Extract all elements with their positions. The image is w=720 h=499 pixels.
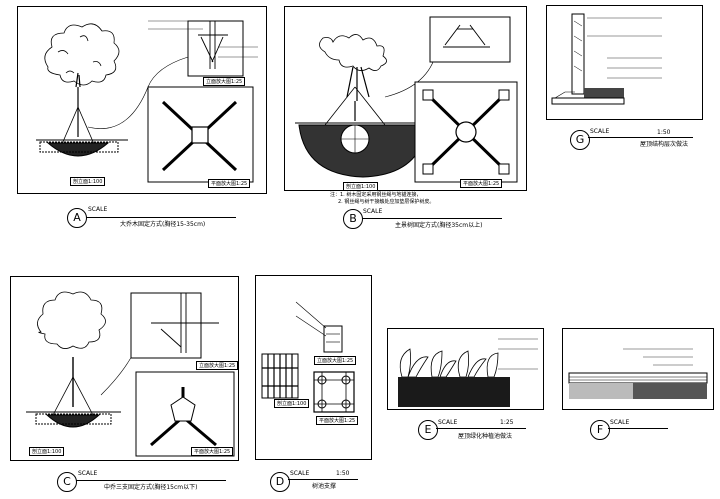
root-ball [45,414,101,428]
wall-section [571,13,585,95]
tree-trunk [346,66,370,121]
detail-g-line [588,137,693,138]
planting-soil [398,377,510,407]
detail-g-title: 屋顶结构层次做法 [640,141,689,148]
detail-d-line [288,479,358,480]
c-elevation-label: 剖立面1:100 [29,447,65,456]
detail-a-scale: SCALE [88,206,108,213]
root-ball [46,142,110,157]
detail-d-marker: D [270,472,290,492]
tree-trunk [75,72,81,137]
b-note-1: 注：1. 树木固定采用钢丝绳与地锚连接， [330,192,422,198]
detail-d-ratio: 1:50 [336,470,350,477]
detail-e-frame [387,328,544,410]
detail-c-scale: SCALE [78,470,98,477]
detail-a-title: 大乔木固定方式(胸径15-35cm) [120,221,206,228]
detail-f-marker: F [590,420,610,440]
detail-c-line [76,480,226,481]
c-detail-label: 立面放大图1:25 [196,361,239,370]
detail-d-title: 树池支撑 [312,483,337,490]
detail-f-frame [562,328,714,410]
detail-d-scale: SCALE [290,470,310,477]
d-plan-label: 平面放大图1:25 [316,416,359,425]
shrubs [399,348,499,378]
soil-layer [584,88,624,98]
detail-a-frame: 剖立面1:100 立面放大图1:25 平面放大图1:25 [17,6,267,194]
c-plan-label: 平面放大图1:25 [191,447,234,456]
detail-a-line [86,217,236,218]
detail-a-marker: A [67,208,87,228]
detail-c-title: 中乔三支固定方式(胸径15cm以下) [104,484,198,491]
tree-canopy [319,34,387,71]
detail-b-line [362,218,502,219]
detail-b-scale: SCALE [363,208,383,215]
detail-g-frame [546,5,703,120]
detail-e-line [436,428,526,429]
detail-g-ratio: 1:50 [657,129,671,136]
detail-f-line [608,428,668,429]
detail-g-marker: G [570,130,590,150]
detail-e-scale: SCALE [438,419,458,426]
detail-b-frame: 剖立面1:100 平面放大图1:25 [284,6,527,191]
a-elevation-label: 剖立面1:100 [70,177,106,186]
d-elevation-label: 剖立面1:100 [274,399,310,408]
tree-canopy [44,23,120,86]
detail-d-frame: 剖立面1:100 立面放大图1:25 平面放大图1:25 [255,275,372,460]
paving-layer [568,372,708,384]
detail-g-scale: SCALE [590,128,610,135]
detail-e-ratio: 1:25 [500,419,514,426]
detail-b-marker: B [343,209,363,229]
gravel-layer [633,383,707,399]
detail-f-drawing [568,348,708,399]
detail-b-title: 主景树固定方式(胸径35cm以上) [395,222,483,229]
detail-b-drawing [295,16,518,183]
a-detail-label: 立面放大图1:25 [203,77,246,86]
detail-e-marker: E [418,420,438,440]
b-elevation-label: 剖立面1:100 [343,182,379,191]
b-note-2: 2. 钢丝绳与树干接触处应加垫层保护树皮。 [338,199,435,205]
detail-c-marker: C [57,472,77,492]
detail-g-drawing [551,13,662,105]
detail-c-frame: 剖立面1:100 立面放大图1:25 平面放大图1:25 [10,276,239,461]
a-plan-label: 平面放大图1:25 [208,179,251,188]
detail-c-drawing [26,291,235,457]
detail-a-drawing [36,20,258,183]
d-detail-label: 立面放大图1:25 [314,356,357,365]
detail-e-title: 屋顶绿化种植池做法 [458,433,513,440]
b-plan-label: 平面放大图1:25 [460,179,503,188]
detail-d-drawing [261,301,355,413]
detail-e-drawing [398,338,538,407]
detail-f-scale: SCALE [610,419,630,426]
tree-canopy [37,291,106,349]
